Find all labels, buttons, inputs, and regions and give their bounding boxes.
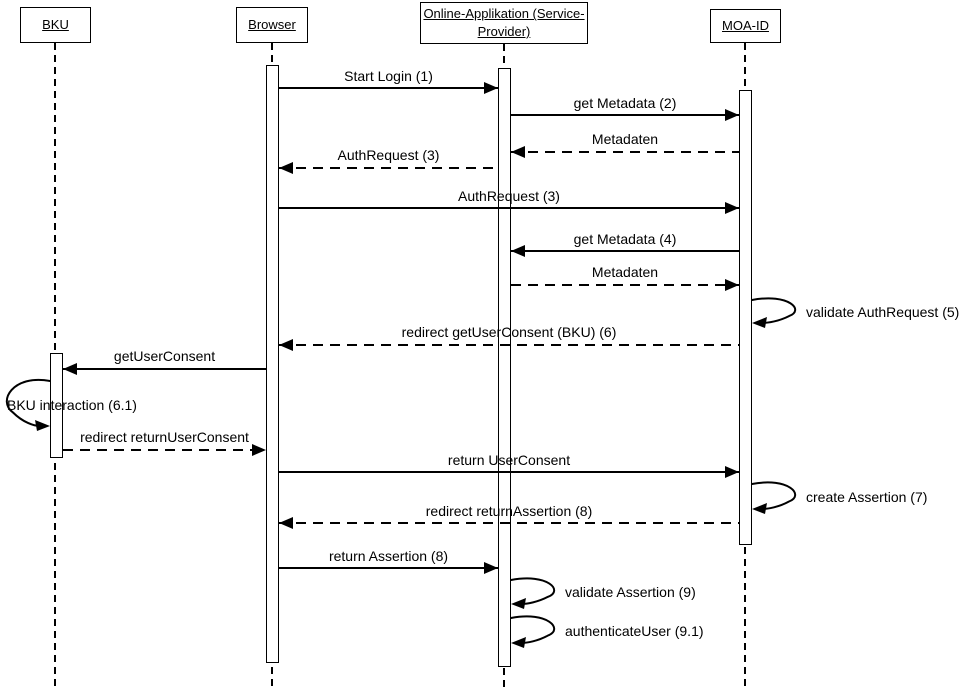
message-label-4: AuthRequest (3) [458, 188, 560, 204]
message-arrowhead-8 [63, 363, 77, 375]
message-line-0 [279, 87, 498, 89]
participant-box-bku: BKU [20, 7, 91, 43]
message-line-9 [63, 449, 266, 451]
message-line-12 [279, 567, 498, 569]
self-loop-2 [751, 481, 797, 514]
participant-box-moa-id: MOA-ID [710, 9, 781, 43]
message-arrowhead-2 [511, 146, 525, 158]
activation-bar-moa-id [739, 90, 752, 545]
self-loop-0 [751, 297, 797, 328]
message-arrowhead-4 [725, 202, 739, 214]
message-label-0: Start Login (1) [344, 68, 433, 84]
message-label-8: getUserConsent [113, 348, 216, 364]
message-label-10: return UserConsent [447, 452, 571, 468]
message-line-8 [63, 368, 266, 370]
message-label-5: get Metadata (4) [573, 231, 677, 247]
message-label-2: Metadaten [591, 131, 659, 147]
message-label-3: AuthRequest (3) [337, 147, 440, 163]
participant-box-browser: Browser [236, 7, 308, 43]
message-line-6 [511, 284, 739, 286]
participant-label-moa-id: MOA-ID [722, 18, 769, 34]
self-loop-label-0: validate AuthRequest (5) [806, 304, 960, 320]
self-loop-label-4: authenticateUser (9.1) [565, 623, 704, 639]
activation-bar-bku [50, 353, 63, 458]
message-line-4 [279, 207, 739, 209]
message-line-1 [511, 114, 739, 116]
participant-label-bku: BKU [42, 17, 69, 33]
self-loop-1 [5, 378, 51, 431]
participant-label-browser: Browser [248, 17, 296, 33]
message-line-3 [279, 167, 498, 169]
message-label-6: Metadaten [591, 264, 659, 280]
message-label-12: return Assertion (8) [328, 548, 449, 564]
message-arrowhead-11 [279, 517, 293, 529]
message-arrowhead-1 [725, 109, 739, 121]
participant-box-service-provider: Online-Applikation (Service- Provider) [420, 2, 588, 44]
message-line-10 [279, 471, 739, 473]
participant-label-service-provider: Online-Applikation (Service- Provider) [423, 6, 585, 39]
message-arrowhead-7 [279, 339, 293, 351]
self-loop-4 [510, 615, 556, 648]
message-label-7: redirect getUserConsent (BKU) (6) [401, 324, 617, 340]
message-arrowhead-3 [279, 162, 293, 174]
message-arrowhead-0 [484, 82, 498, 94]
message-line-11 [279, 522, 739, 524]
message-line-2 [511, 151, 739, 153]
message-arrowhead-5 [511, 245, 525, 257]
activation-bar-service-provider [498, 68, 511, 667]
message-arrowhead-6 [725, 279, 739, 291]
self-loop-3 [510, 577, 556, 609]
self-loop-label-3: validate Assertion (9) [565, 584, 696, 600]
message-arrowhead-12 [484, 562, 498, 574]
activation-bar-browser [266, 65, 279, 663]
self-loop-label-1: BKU interaction (6.1) [7, 397, 137, 413]
message-line-5 [511, 250, 739, 252]
message-label-11: redirect returnAssertion (8) [425, 503, 593, 519]
message-line-7 [279, 344, 739, 346]
self-loop-label-2: create Assertion (7) [806, 489, 928, 505]
message-arrowhead-9 [252, 444, 266, 456]
message-label-1: get Metadata (2) [573, 95, 677, 111]
message-arrowhead-10 [725, 466, 739, 478]
message-label-9: redirect returnUserConsent [80, 429, 249, 445]
